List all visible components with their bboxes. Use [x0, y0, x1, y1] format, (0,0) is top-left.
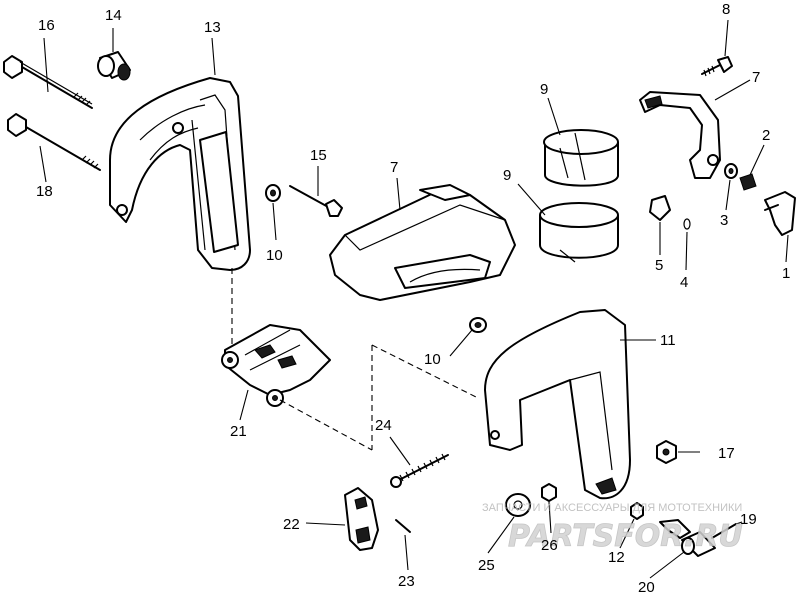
part-4-o-ring	[683, 218, 691, 230]
leader-lines	[39, 19, 789, 579]
watermark-logo: PARTSFOR.RU	[508, 519, 743, 554]
part-15-bolt	[289, 185, 343, 217]
callout-9-upper: 9	[540, 81, 548, 98]
part-22-pivot-block	[344, 487, 379, 551]
part-11-bracket	[484, 309, 631, 500]
callout-26: 26	[541, 537, 558, 554]
part-17-nut	[656, 440, 677, 464]
callout-14: 14	[105, 7, 122, 24]
part-9-bushing-upper	[543, 129, 619, 187]
callout-16: 16	[38, 17, 55, 34]
callout-8: 8	[722, 1, 730, 18]
part-23-pin	[395, 519, 411, 533]
callout-19: 19	[740, 511, 757, 528]
watermark-tagline: ЗАПЧАСТИ И АКСЕССУАРЫ ДЛЯ МОТОТЕХНИКИ	[482, 502, 742, 514]
part-26-nut	[541, 483, 557, 502]
callout-25: 25	[478, 557, 495, 574]
callout-3: 3	[720, 212, 728, 229]
assembly-lines	[231, 268, 479, 451]
callout-10-upper: 10	[266, 247, 283, 264]
part-25-washer	[505, 493, 531, 517]
part-13-stern-bracket	[109, 77, 251, 271]
callout-21: 21	[230, 423, 247, 440]
part-8-screw	[701, 56, 733, 77]
callout-12: 12	[608, 549, 625, 566]
callout-11: 11	[660, 332, 676, 349]
watermark: ЗАПЧАСТИ И АКСЕССУАРЫ ДЛЯ МОТОТЕХНИКИ PA…	[482, 502, 743, 554]
part-1-wing-knob	[764, 191, 796, 236]
part-5-block	[649, 195, 671, 221]
callout-13: 13	[204, 19, 221, 36]
part-19-spring-clip	[659, 519, 737, 539]
callout-23: 23	[398, 573, 415, 590]
callout-7-clamp: 7	[752, 69, 760, 86]
part-24-threaded-rod	[390, 453, 449, 488]
part-21-tilt-lock	[221, 324, 331, 407]
callout-9-lower: 9	[503, 167, 511, 184]
callout-4: 4	[680, 274, 688, 291]
part-10-washer-upper	[265, 184, 281, 202]
part-7-swivel-housing	[329, 184, 516, 301]
part-7-clamp	[639, 91, 721, 179]
part-16-long-bolt	[3, 55, 93, 109]
callout-5: 5	[655, 257, 663, 274]
part-9-bushing-lower	[539, 202, 619, 263]
callout-18: 18	[36, 183, 53, 200]
part-3-washer	[724, 163, 738, 179]
callout-15: 15	[310, 147, 327, 164]
callout-17: 17	[718, 445, 735, 462]
callout-2: 2	[762, 127, 770, 144]
callout-22: 22	[283, 516, 300, 533]
part-12-nut	[630, 502, 644, 520]
callout-7-housing: 7	[390, 159, 398, 176]
part-14-bushing	[97, 51, 131, 81]
callout-20: 20	[638, 579, 655, 592]
callout-10-middle: 10	[424, 351, 441, 368]
callouts: 16 14 13 18 15 10 7 9 9 8 7 2 3 1 5 4 10…	[36, 1, 790, 592]
callout-24: 24	[375, 417, 392, 434]
part-18-long-bolt	[7, 113, 101, 171]
part-10-washer-middle	[469, 317, 487, 333]
part-20-cylinder-pin	[681, 531, 716, 557]
part-2-set-screw	[739, 173, 757, 191]
callout-1: 1	[782, 265, 790, 282]
